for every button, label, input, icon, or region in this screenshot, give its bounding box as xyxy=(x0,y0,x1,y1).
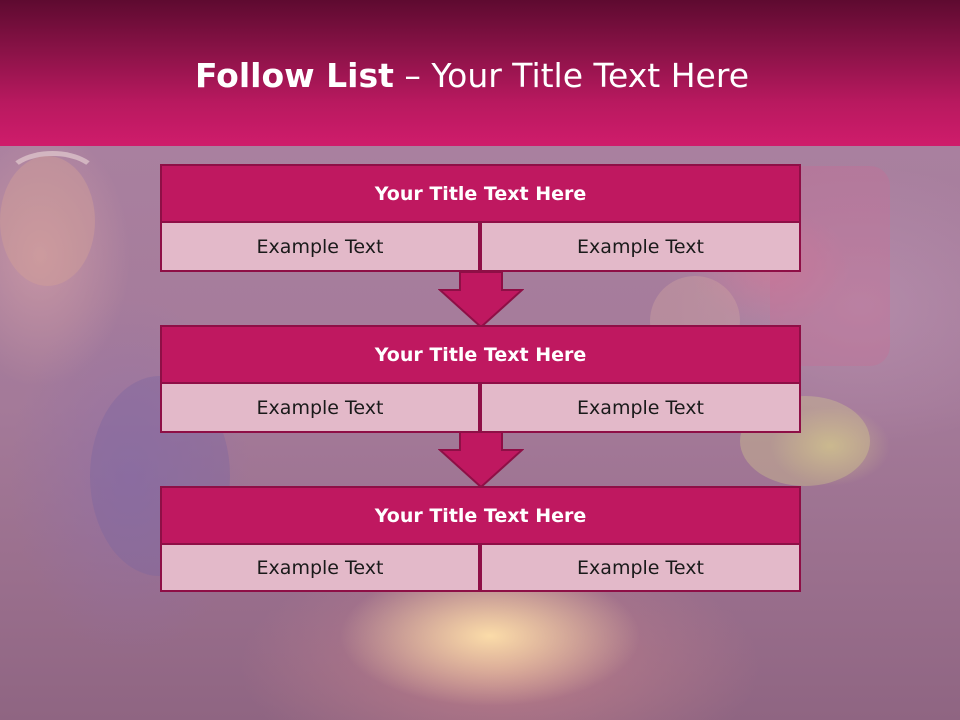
block-title: Your Title Text Here xyxy=(160,486,801,545)
down-arrow-icon xyxy=(438,432,524,488)
slide-title: Follow List – Your Title Text Here xyxy=(0,56,944,96)
slide-title-separator: – xyxy=(393,56,432,95)
block-cell-right: Example Text xyxy=(480,382,801,433)
block-cell-left: Example Text xyxy=(160,382,480,433)
list-block-3: Your Title Text Here Example Text Exampl… xyxy=(160,486,801,592)
block-cell-right: Example Text xyxy=(480,221,801,272)
block-cell-right: Example Text xyxy=(480,543,801,592)
block-cell-left: Example Text xyxy=(160,543,480,592)
slide-header: Follow List – Your Title Text Here xyxy=(0,0,960,146)
block-title: Your Title Text Here xyxy=(160,164,801,223)
block-title: Your Title Text Here xyxy=(160,325,801,384)
down-arrow-icon xyxy=(438,272,524,328)
list-block-1: Your Title Text Here Example Text Exampl… xyxy=(160,164,801,272)
list-block-2: Your Title Text Here Example Text Exampl… xyxy=(160,325,801,433)
slide-title-rest: Your Title Text Here xyxy=(431,56,750,95)
block-cell-left: Example Text xyxy=(160,221,480,272)
slide-title-bold: Follow List xyxy=(194,56,394,95)
photo-headband xyxy=(5,151,100,206)
